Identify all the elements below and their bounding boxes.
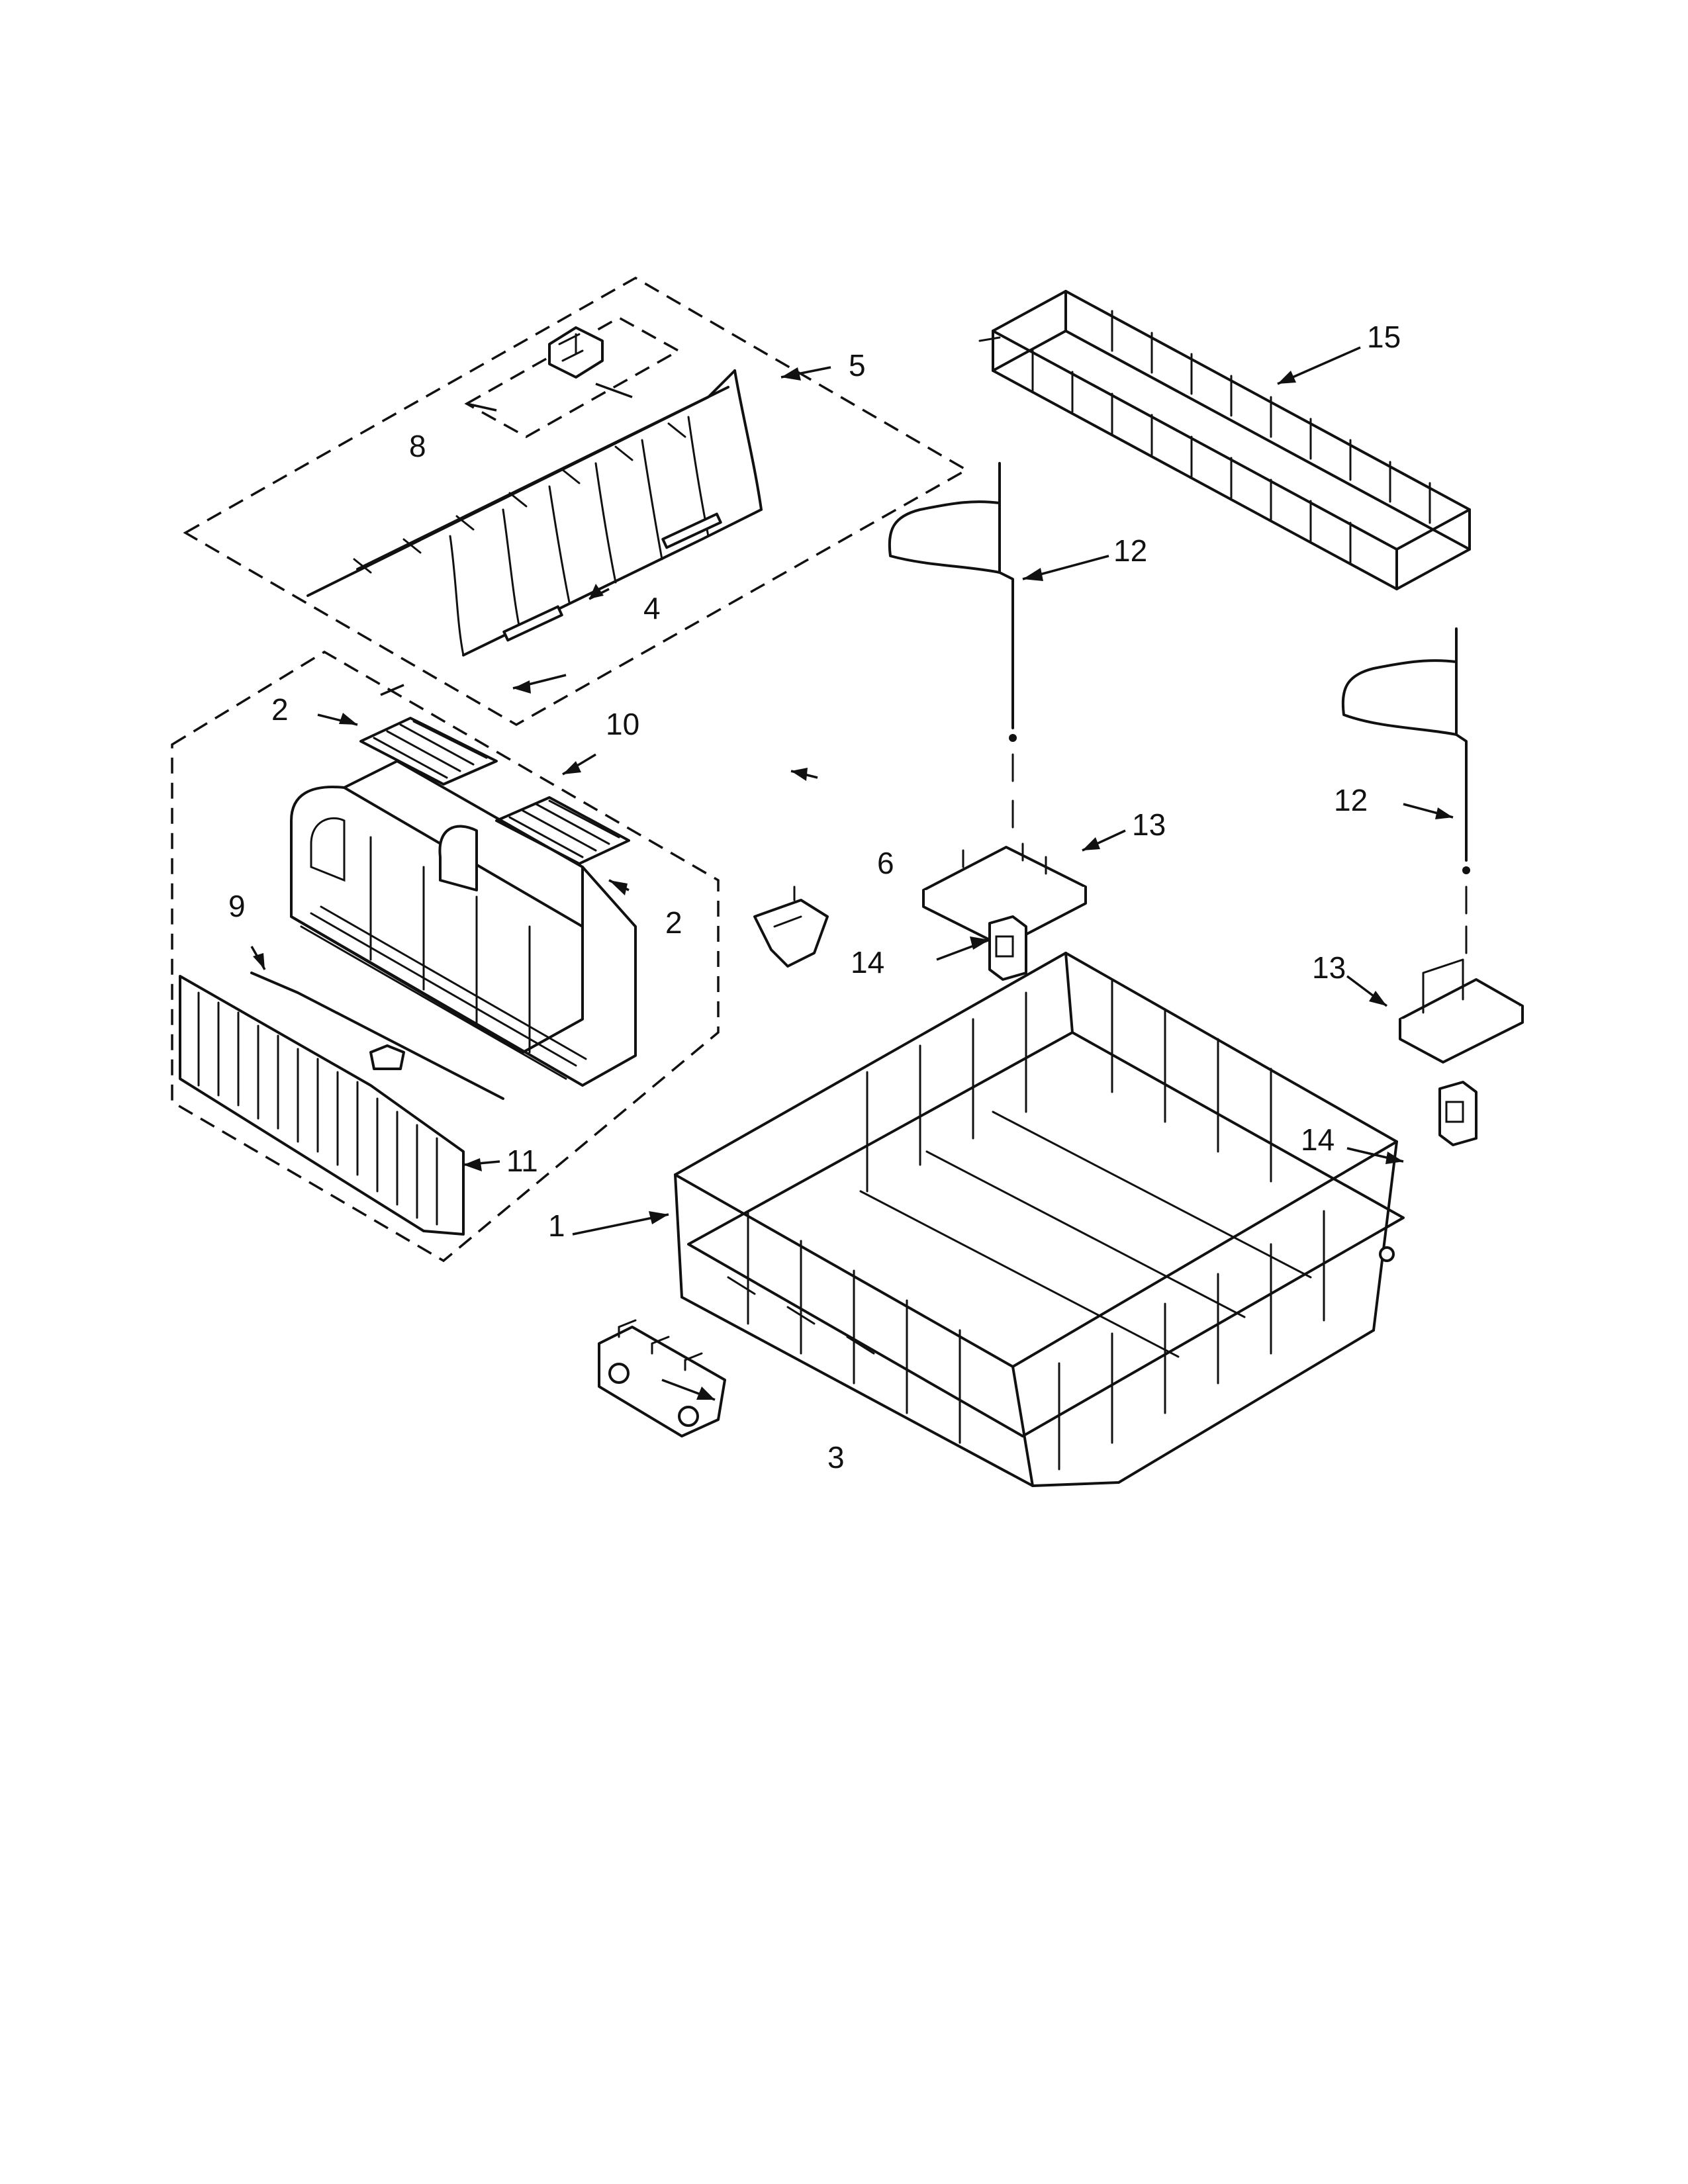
group-outline-upper <box>183 276 969 727</box>
callout-2b: 2 <box>665 905 682 940</box>
callout-13b: 13 <box>1312 950 1346 985</box>
callout-3: 3 <box>827 1440 845 1475</box>
clip-part-8 <box>548 326 604 379</box>
callout-labels: 1 2 2 3 4 5 6 8 9 10 11 12 12 13 13 14 1… <box>228 320 1401 1475</box>
callout-9: 9 <box>228 889 246 923</box>
clip-part-6 <box>753 886 829 968</box>
callout-8: 8 <box>409 429 426 463</box>
leader-lines <box>250 346 1454 1401</box>
clip-part-14-right <box>1438 1081 1477 1146</box>
silverware-basket-part-10 <box>290 760 637 1087</box>
callout-10: 10 <box>606 707 639 741</box>
callout-13a: 13 <box>1132 807 1166 842</box>
callout-15: 15 <box>1367 320 1401 354</box>
callout-5: 5 <box>849 348 866 383</box>
adjuster-bracket-part-13-left <box>922 842 1087 948</box>
adjuster-bracket-part-13-right <box>1399 958 1524 1064</box>
callout-12b: 12 <box>1334 783 1368 817</box>
callout-1: 1 <box>548 1208 565 1243</box>
connector-part-9 <box>250 972 504 1100</box>
callout-6: 6 <box>877 846 894 880</box>
wheel-carrier-part-3 <box>598 1319 726 1437</box>
pin-part-4 <box>502 512 722 642</box>
dish-rack-part-1 <box>674 952 1405 1487</box>
callout-12a: 12 <box>1113 533 1147 568</box>
basket-part-15 <box>978 290 1471 590</box>
arrow-heads <box>253 367 1453 1400</box>
group-outline-inner <box>464 316 681 439</box>
callout-2a: 2 <box>271 692 289 727</box>
clip-part-14-left <box>988 915 1027 981</box>
tine-assembly-part-5 <box>306 369 763 657</box>
group-outline-basket <box>171 650 720 1263</box>
basket-lid-part-2-left <box>359 717 498 786</box>
adjuster-arm-part-12-left <box>888 462 1017 829</box>
callout-11: 11 <box>506 1144 538 1178</box>
basket-cover-part-11 <box>179 975 465 1236</box>
callout-4: 4 <box>643 591 661 625</box>
adjuster-arm-part-12-right <box>1341 627 1470 954</box>
callout-14a: 14 <box>851 945 884 979</box>
callout-14b: 14 <box>1301 1122 1335 1157</box>
